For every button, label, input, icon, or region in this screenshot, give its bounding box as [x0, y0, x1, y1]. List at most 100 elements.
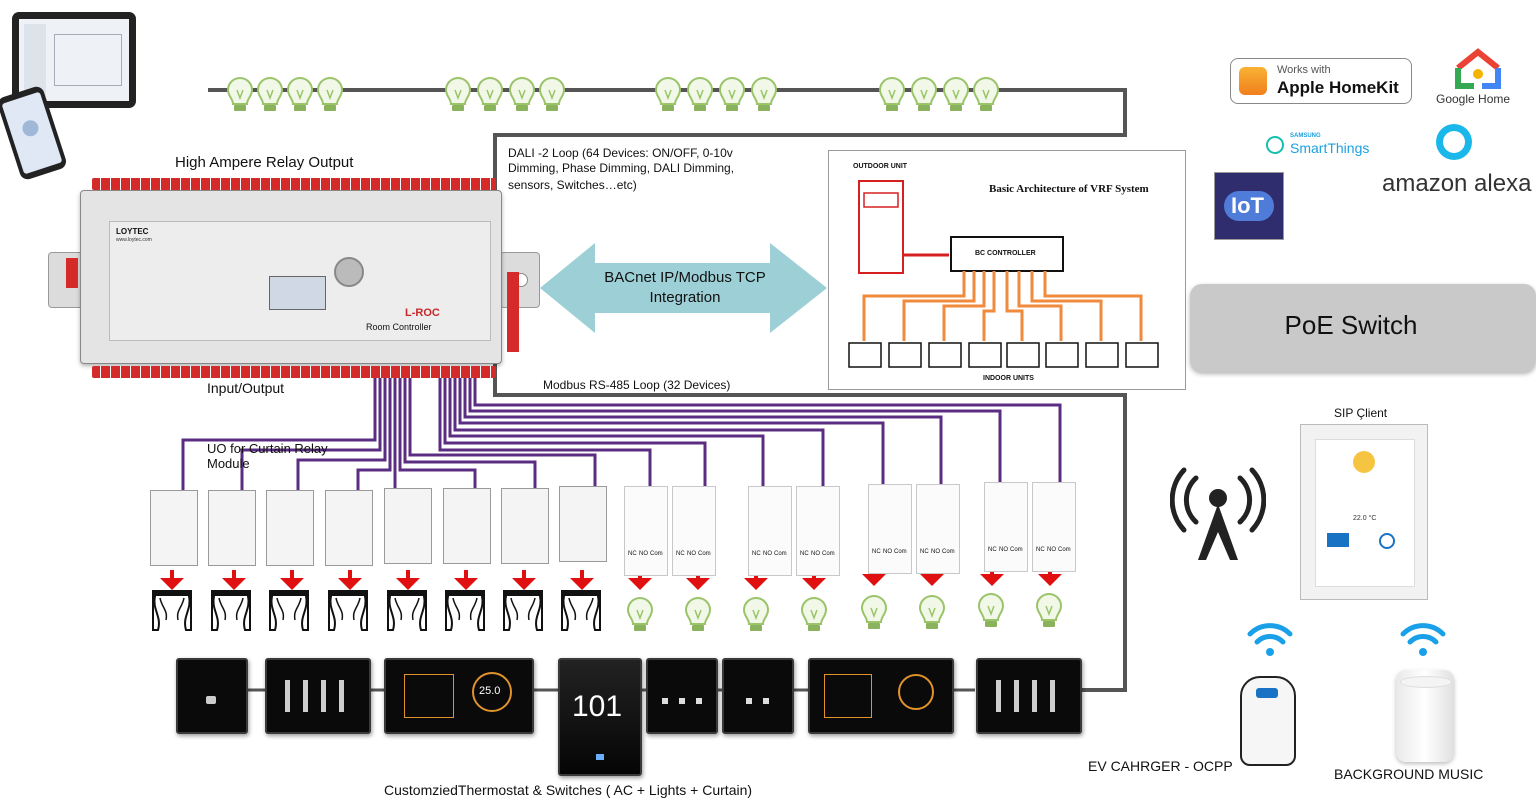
nc-label: NC — [628, 551, 637, 557]
vrf-title: Basic Architecture of VRF System — [989, 183, 1149, 195]
integration-line-1: BACnet IP/Modbus TCP — [604, 269, 766, 286]
light-relay-module: NC NO Com — [868, 484, 912, 574]
nc-label: NC — [676, 551, 685, 557]
no-label: NO — [687, 551, 696, 557]
vrf-indoor-label: INDOOR UNITS — [983, 375, 1034, 382]
room-number: 101 — [572, 690, 623, 723]
no-label: NO — [931, 549, 940, 555]
controller-subtitle: Room Controller — [366, 322, 432, 332]
vrf-drawing — [848, 180, 1159, 368]
homekit-big-text: Apple HomeKit — [1277, 78, 1399, 97]
com-label: Com — [822, 551, 835, 557]
curtain-icon — [502, 589, 544, 631]
sip-client-label: SIP Çlient — [1334, 406, 1388, 420]
google-home-label: Google Home — [1436, 92, 1511, 106]
scene-panel-2[interactable] — [976, 658, 1082, 734]
ev-charger-label: EV CAHRGER - OCPP — [1088, 758, 1233, 774]
ev-charger-icon — [1240, 676, 1296, 766]
curtain-relay-module — [266, 490, 314, 566]
antenna-icon — [1170, 467, 1266, 560]
curtain-icon — [210, 589, 252, 631]
thermostat-panel-1[interactable]: 25.0 — [384, 658, 534, 734]
iot-label: IoT — [1231, 193, 1264, 218]
com-label: Com — [1058, 547, 1071, 553]
thermostat-temp: 25.0 — [479, 685, 501, 697]
smartthings-label: SmartThings — [1290, 140, 1370, 156]
nc-label: NC — [800, 551, 809, 557]
curtain-relay-module — [325, 490, 373, 566]
controller-body: LOYTEC www.loytec.com L-ROC Room Control… — [80, 190, 502, 364]
curtain-icon — [386, 589, 428, 631]
room-number-panel[interactable]: 101 — [558, 658, 642, 776]
vrf-bc-label: BC CONTROLLER — [975, 250, 1036, 257]
poe-switch-box: PoE Switch — [1190, 284, 1536, 372]
curtain-relay-module — [501, 488, 549, 564]
speaker-icon — [1396, 670, 1454, 762]
nc-label: NC — [988, 547, 997, 553]
relay-output-title: High Ampere Relay Output — [175, 154, 354, 171]
nc-label: NC — [872, 549, 881, 555]
com-label: Com — [650, 551, 663, 557]
com-label: Com — [698, 551, 711, 557]
iot-cloud-icon: IoT — [1214, 172, 1284, 240]
brand-site: www.loytec.com — [116, 237, 152, 243]
dali-line-3: sensors, Switches…etc) — [508, 178, 637, 192]
dali-line-2: Dimming, Phase Dimming, DALI Dimming, — [508, 161, 735, 175]
light-relay-module: NC NO Com — [796, 486, 840, 576]
nc-label: NC — [752, 551, 761, 557]
switch-panel-2[interactable] — [646, 658, 718, 734]
light-relay-module: NC NO Com — [916, 484, 960, 574]
dali-line-1: DALI -2 Loop (64 Devices: ON/OFF, 0-10v — [508, 146, 733, 160]
relay-terminals-top — [92, 178, 496, 190]
homekit-badge: Works with Apple HomeKit — [1230, 58, 1412, 104]
integration-arrow — [540, 243, 827, 333]
curtain-icon — [151, 589, 193, 631]
purple-wires — [181, 378, 1062, 492]
com-label: Com — [894, 549, 907, 555]
side-terminals-left — [66, 258, 78, 288]
com-label: Com — [942, 549, 955, 555]
google-home-icon — [1455, 48, 1501, 89]
thermostat-panel-2[interactable] — [808, 658, 954, 734]
light-relay-module: NC NO Com — [624, 486, 668, 576]
samsung-label: SAMSUNG — [1290, 133, 1321, 139]
no-label: NO — [811, 551, 820, 557]
controller-knob[interactable] — [334, 257, 364, 287]
io-terminals-bottom — [92, 366, 496, 378]
com-label: Com — [774, 551, 787, 557]
light-relay-module: NC NO Com — [672, 486, 716, 576]
vrf-outdoor-label: OUTDOOR UNIT — [853, 163, 908, 170]
curtain-relay-module — [559, 486, 607, 562]
thermostat-caption: CustomziedThermostat & Switches ( AC + L… — [384, 782, 753, 798]
alexa-label: amazon alexa — [1382, 170, 1532, 197]
alexa-icon — [1436, 124, 1472, 160]
uo-label-line-1: UO for Curtain Relay — [207, 441, 328, 456]
switch-panel-3[interactable] — [722, 658, 794, 734]
nc-label: NC — [1036, 547, 1045, 553]
no-label: NO — [999, 547, 1008, 553]
light-relay-module: NC NO Com — [1032, 482, 1076, 572]
curtain-relay-module — [208, 490, 256, 566]
curtain-icon — [444, 589, 486, 631]
wifi-icon — [1247, 623, 1293, 656]
io-label: Input/Output — [207, 380, 285, 396]
red-arrows — [160, 566, 1062, 590]
curtain-relay-module — [384, 488, 432, 564]
modbus-label: Modbus RS-485 Loop (32 Devices) — [543, 378, 731, 392]
music-label: BACKGROUND MUSIC — [1334, 766, 1484, 782]
sip-client-panel[interactable]: 22.0 °C — [1300, 424, 1428, 600]
brand-logo: LOYTEC — [116, 227, 149, 236]
no-label: NO — [639, 551, 648, 557]
curtain-icon — [327, 589, 369, 631]
homekit-small-text: Works with — [1277, 64, 1331, 76]
curtain-relay-module — [150, 490, 198, 566]
controller-model: L-ROC — [405, 307, 440, 319]
switch-panel-1[interactable] — [176, 658, 248, 734]
poe-switch-label: PoE Switch — [1284, 310, 1418, 340]
light-relay-module: NC NO Com — [984, 482, 1028, 572]
nc-label: NC — [920, 549, 929, 555]
integration-line-2: Integration — [649, 289, 721, 306]
controller-lcd — [269, 276, 326, 310]
scene-panel-1[interactable] — [265, 658, 371, 734]
